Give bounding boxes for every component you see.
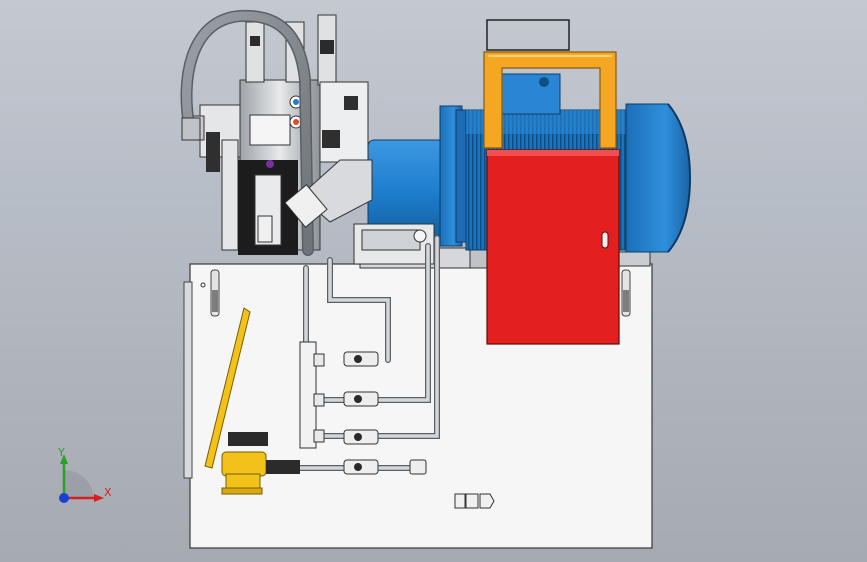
coordinate-triad: Y X	[57, 446, 112, 503]
pump-head	[353, 223, 435, 265]
lifting-frame	[483, 19, 617, 149]
triad-x-label: X	[104, 486, 112, 499]
valve-row-4	[343, 459, 427, 475]
gauge-valves	[299, 341, 495, 509]
motor-fan-cover	[486, 149, 620, 345]
spare-fitting	[454, 493, 495, 509]
triad-y-label: Y	[57, 446, 65, 459]
valve-manifold	[187, 14, 369, 255]
valve-row-3	[313, 429, 379, 445]
valve-row-2	[313, 391, 379, 407]
hand-pump	[204, 307, 300, 495]
hydraulic-hose	[180, 9, 314, 256]
suction-elbow	[284, 159, 373, 228]
valve-row-1	[313, 351, 379, 367]
